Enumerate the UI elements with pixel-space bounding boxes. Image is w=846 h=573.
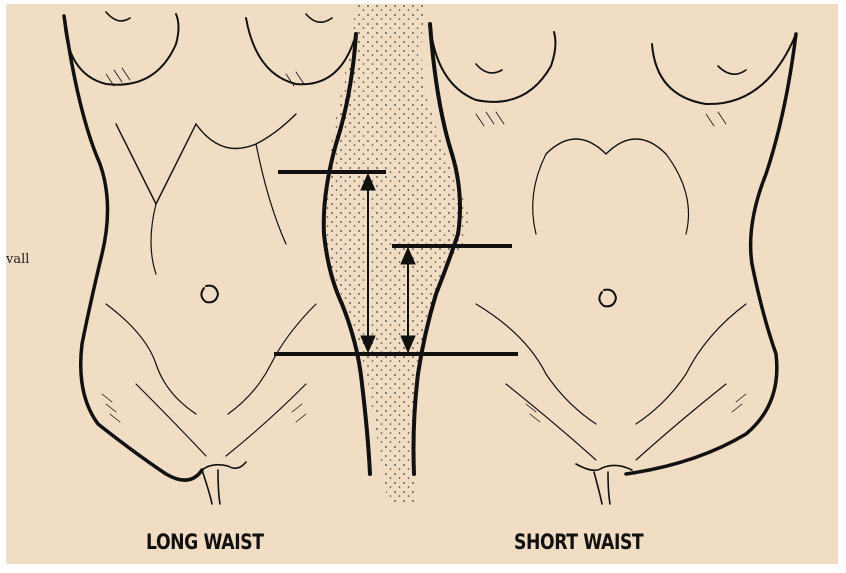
torso-comparison-illustration (6, 4, 838, 564)
left-torso-right-breast (246, 18, 356, 84)
long-waist-caption: LONG WAIST (146, 530, 264, 554)
right-torso-navel (599, 290, 616, 307)
cropped-side-text: vall (6, 252, 29, 267)
paper-background: vall LONG WAIST SHORT WAIST (6, 4, 838, 564)
left-torso-outer-left-contour (64, 16, 202, 480)
long-waist-torso (64, 12, 370, 504)
right-torso-left-breast (430, 24, 555, 102)
right-torso-right-breast (652, 34, 796, 104)
right-torso-outer-right-contour (626, 34, 796, 474)
left-torso-left-breast (64, 14, 179, 85)
short-waist-caption: SHORT WAIST (514, 530, 643, 554)
left-torso-navel (201, 286, 218, 303)
stippled-gap-shading (322, 4, 468, 504)
short-waist-torso (414, 24, 797, 504)
